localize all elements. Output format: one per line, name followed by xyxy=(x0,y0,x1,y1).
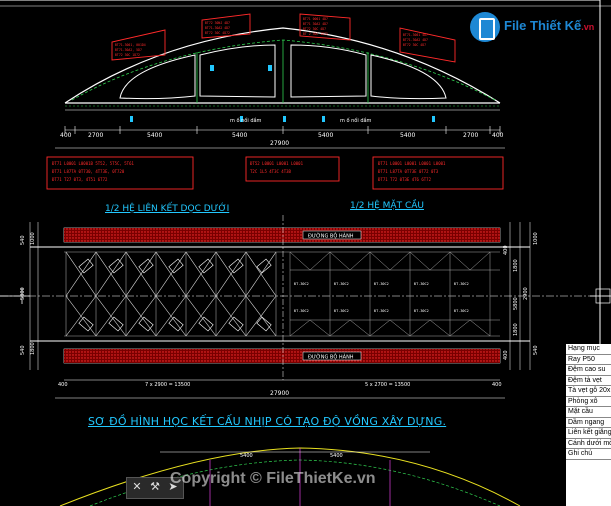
svg-text:ĐT71 L87TA 0T73E 0T72 0T3: ĐT71 L87TA 0T73E 0T72 0T3 xyxy=(378,169,439,174)
title-block-row: Cánh dưới mở xyxy=(566,439,611,449)
svg-text:ĐT71 30A2 4D7: ĐT71 30A2 4D7 xyxy=(303,22,328,26)
svg-text:5400: 5400 xyxy=(232,132,247,139)
svg-text:ĐT.30C2: ĐT.30C2 xyxy=(414,282,429,286)
svg-text:1000: 1000 xyxy=(533,232,539,245)
title-block-row: Mặt cầu xyxy=(566,407,611,418)
svg-text:540: 540 xyxy=(20,235,26,245)
svg-text:5800: 5800 xyxy=(20,287,26,300)
svg-text:2700: 2700 xyxy=(463,132,478,139)
logo-text: File Thiết Kế.vn xyxy=(504,18,595,33)
drawing-title: SƠ ĐỒ HÌNH HỌC KẾT CẤU NHỊP CÓ TẠO ĐỘ VỒ… xyxy=(88,415,447,428)
title-block-row: Đệm cao su xyxy=(566,365,611,376)
svg-text:ĐT72 30C 4D7: ĐT72 30C 4D7 xyxy=(403,43,426,47)
svg-text:5400: 5400 xyxy=(400,132,415,139)
svg-text:ĐT52 L0001 L0001 L0001: ĐT52 L0001 L0001 L0001 xyxy=(250,161,304,166)
svg-text:540: 540 xyxy=(533,345,539,355)
top-dimension-line xyxy=(55,126,505,149)
logo-icon xyxy=(470,12,500,42)
lower-dims: 5400 5400 xyxy=(240,453,343,459)
svg-text:ĐT.30C2: ĐT.30C2 xyxy=(454,282,469,286)
title-block-table: Hạng mục Ray P50 Đệm cao su Đệm tà vẹt T… xyxy=(566,344,611,506)
svg-text:5800: 5800 xyxy=(513,297,519,310)
svg-text:ĐT72 30C 4D72: ĐT72 30C 4D72 xyxy=(205,31,230,35)
svg-text:ĐT71 T72 0T3E 4T6 6T72: ĐT71 T72 0T3E 4T6 6T72 xyxy=(378,177,432,182)
member-note-boxes xyxy=(46,156,504,190)
svg-text:400: 400 xyxy=(60,132,72,139)
filethietke-logo: File Thiết Kế.vn xyxy=(470,8,610,46)
svg-text:400: 400 xyxy=(503,245,509,255)
plan-labels: ĐƯỜNG BỘ HÀNH ĐƯỜNG BỘ HÀNH 7 x 2900 = 1… xyxy=(20,232,539,397)
close-icon[interactable]: ✕ xyxy=(132,480,142,493)
svg-text:ĐT.30C2: ĐT.30C2 xyxy=(294,309,309,313)
svg-text:ĐƯỜNG BỘ HÀNH: ĐƯỜNG BỘ HÀNH xyxy=(308,233,354,240)
svg-text:ĐT.30C2: ĐT.30C2 xyxy=(334,309,349,313)
title-block-row: Ray P50 xyxy=(566,355,611,365)
svg-text:ĐT72 30NJ 4D7: ĐT72 30NJ 4D7 xyxy=(205,21,230,25)
svg-text:ĐT72 30C 1D72: ĐT72 30C 1D72 xyxy=(115,53,140,57)
svg-text:ĐT71 L87TA 0T730, 4T73E, 0T720: ĐT71 L87TA 0T730, 4T73E, 0T720 xyxy=(52,169,125,174)
title-block-row: Đệm tà vẹt xyxy=(566,376,611,386)
svg-text:1800: 1800 xyxy=(513,259,519,272)
title-block-row: Phòng xô xyxy=(566,397,611,407)
svg-text:5400: 5400 xyxy=(147,132,162,139)
svg-text:540: 540 xyxy=(20,345,26,355)
svg-text:1800: 1800 xyxy=(30,342,36,355)
svg-text:1000: 1000 xyxy=(30,232,36,245)
svg-text:m ố nối dầm: m ố nối dầm xyxy=(340,116,372,124)
member-note-text: ĐT71 L0001 L0001B 5T52, 5T5C, 5T61 ĐT71 … xyxy=(52,161,446,182)
cad-command-toolbar[interactable]: ✕ ⚒ ➤ xyxy=(126,477,184,499)
svg-text:2900: 2900 xyxy=(523,287,529,300)
title-block-row: Dầm ngang xyxy=(566,418,611,428)
svg-text:ĐT71 T27 0T3, 4T51 6T72: ĐT71 T27 0T3, 4T51 6T72 xyxy=(52,177,108,182)
subtitle-left: 1/2 HỆ LIÊN KẾT DỌC DƯỚI xyxy=(105,204,230,214)
svg-text:27900: 27900 xyxy=(270,390,289,397)
title-block-row: Hạng mục xyxy=(566,344,611,355)
svg-text:ĐT72 30C 4D7: ĐT72 30C 4D7 xyxy=(303,27,326,31)
svg-text:T2C 1L5 4T3C 4T3B: T2C 1L5 4T3C 4T3B xyxy=(250,169,292,174)
svg-text:ĐT.30C2: ĐT.30C2 xyxy=(454,309,469,313)
svg-text:ĐT 2 30C 1D72: ĐT 2 30C 1D72 xyxy=(303,32,328,36)
svg-text:400: 400 xyxy=(492,132,504,139)
title-block-row: Tà vẹt gỗ 20x xyxy=(566,386,611,397)
arch-callouts xyxy=(111,13,456,63)
svg-text:ĐT.30C2: ĐT.30C2 xyxy=(294,282,309,286)
svg-text:400: 400 xyxy=(492,382,502,388)
wrench-icon[interactable]: ⚒ xyxy=(150,480,160,493)
title-block-row: Ghi chú xyxy=(566,449,611,460)
subtitle-right: 1/2 HỆ MẶT CẦU xyxy=(350,201,424,211)
svg-text:ĐT71.3001, 001D4: ĐT71.3001, 001D4 xyxy=(115,43,146,47)
svg-text:5400: 5400 xyxy=(240,453,253,459)
arch-truss-elevation xyxy=(64,27,501,122)
svg-text:ĐT71.30A2 4D7: ĐT71.30A2 4D7 xyxy=(205,26,230,30)
svg-text:m ố nối dầm: m ố nối dầm xyxy=(230,116,262,124)
svg-text:ĐT.30C2: ĐT.30C2 xyxy=(414,309,429,313)
svg-text:ĐT71.3001 4D7: ĐT71.3001 4D7 xyxy=(403,33,428,37)
svg-text:5400: 5400 xyxy=(330,453,343,459)
svg-text:1800: 1800 xyxy=(513,323,519,336)
svg-text:2700: 2700 xyxy=(88,132,103,139)
svg-text:400: 400 xyxy=(503,350,509,360)
svg-text:5 x 2700 = 13500: 5 x 2700 = 13500 xyxy=(365,382,410,388)
svg-text:ĐƯỜNG BỘ HÀNH: ĐƯỜNG BỘ HÀNH xyxy=(308,354,354,361)
copyright-watermark: Copyright © FileThietKe.vn xyxy=(170,470,376,487)
title-block-row: Liên kết giằng xyxy=(566,428,611,439)
svg-text:400: 400 xyxy=(58,382,68,388)
arrow-icon[interactable]: ➤ xyxy=(168,480,178,493)
svg-text:ĐT.30C2: ĐT.30C2 xyxy=(334,282,349,286)
svg-text:ĐT71.30A2 4D7: ĐT71.30A2 4D7 xyxy=(403,38,428,42)
svg-text:ĐT71 0001 4D7: ĐT71 0001 4D7 xyxy=(303,17,328,21)
svg-text:27900: 27900 xyxy=(270,140,289,147)
svg-text:ĐT.30C2: ĐT.30C2 xyxy=(374,309,389,313)
svg-text:ĐT71 L0001 L0001B 5T52, 5T5C,: ĐT71 L0001 L0001B 5T52, 5T5C, 5T61 xyxy=(52,161,134,166)
svg-text:ĐT.30C2: ĐT.30C2 xyxy=(374,282,389,286)
top-dimension-values: 400 2700 5400 5400 5400 5400 2700 400 27… xyxy=(60,116,504,147)
svg-text:5400: 5400 xyxy=(318,132,333,139)
svg-text:7 x 2900 = 13500: 7 x 2900 = 13500 xyxy=(145,382,190,388)
svg-text:ĐT71.30A2, 5D7: ĐT71.30A2, 5D7 xyxy=(115,48,142,52)
svg-text:ĐT71 L0001 L0001 L0001 L0001: ĐT71 L0001 L0001 L0001 L0001 xyxy=(378,161,446,166)
